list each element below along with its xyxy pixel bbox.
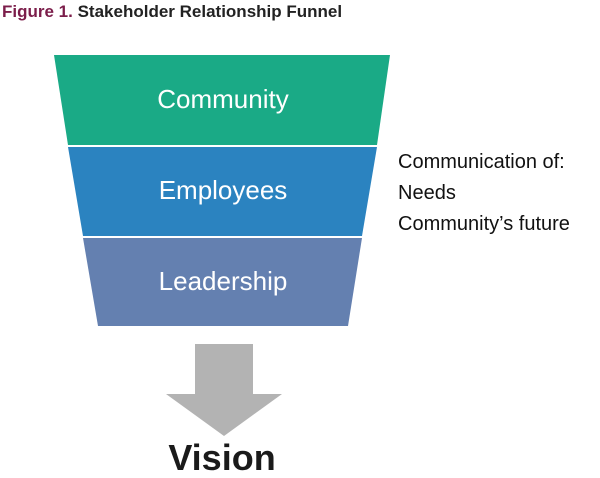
- vision-label: Vision: [168, 437, 276, 478]
- figure-name: Stakeholder Relationship Funnel: [77, 2, 343, 21]
- funnel-level-employees: [68, 147, 377, 236]
- figure-title: Figure 1. Stakeholder Relationship Funne…: [2, 2, 342, 22]
- figure-number: Figure 1.: [2, 2, 73, 21]
- communication-heading: Communication of:: [398, 151, 565, 173]
- funnel-level-community: [54, 55, 390, 145]
- communication-item-future: Community’s future: [398, 213, 570, 235]
- funnel-level-leadership: [83, 238, 362, 326]
- funnel-label-community: Community: [157, 84, 288, 114]
- communication-item-needs: Needs: [398, 182, 456, 204]
- funnel-label-employees: Employees: [159, 175, 288, 205]
- communication-note: Communication of: Needs Community’s futu…: [398, 147, 570, 240]
- funnel-label-leadership: Leadership: [159, 266, 288, 296]
- down-arrow-icon: [166, 344, 282, 436]
